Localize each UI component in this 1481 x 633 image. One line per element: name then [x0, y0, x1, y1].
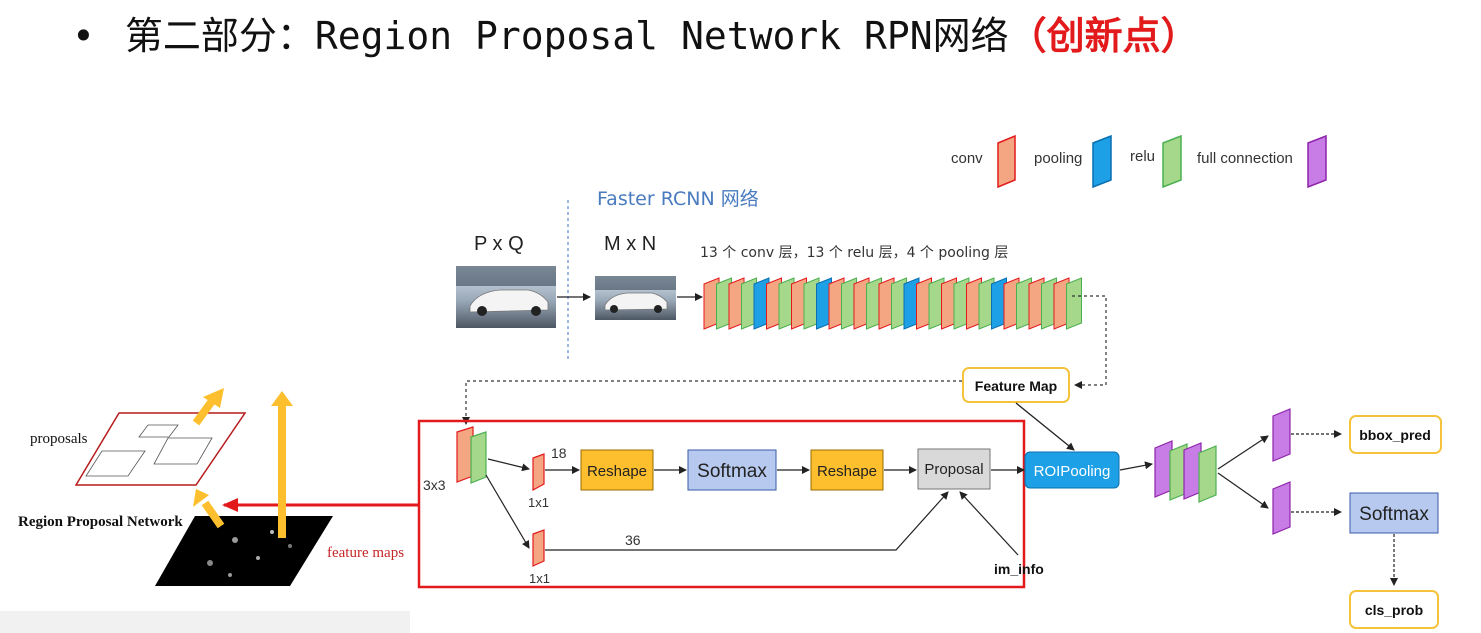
title-main: 第二部分：Region Proposal Network RPN网络	[124, 14, 1009, 58]
head-softmax-label: Softmax	[1359, 504, 1429, 525]
rpn-conv1x1-reg	[532, 529, 545, 567]
legend: conv pooling relu full connection	[951, 134, 1327, 189]
proposal-box-3	[85, 450, 146, 477]
bbox-pred-label: bbox_pred	[1359, 427, 1431, 443]
rpn-im-info: im_info	[994, 561, 1044, 577]
bullet: •	[72, 14, 95, 58]
legend-conv-swatch	[997, 134, 1016, 189]
arrow-up-tall-head	[271, 391, 293, 406]
arrow-reg-proposal	[545, 491, 949, 551]
arrow-rpn-cls-branch	[487, 458, 530, 472]
bottom-strip	[0, 611, 410, 633]
arrow-up-right-upper-head	[203, 388, 224, 408]
arrow-roi-fc	[1119, 461, 1153, 471]
cls-prob-box	[1349, 590, 1439, 629]
legend-fc-swatch	[1307, 134, 1327, 189]
roi-pooling-box	[1024, 451, 1120, 489]
arrow-featuremap-rpn	[462, 380, 962, 425]
rpn-reshape-2	[810, 449, 884, 491]
feature-map-label: Feature Map	[975, 378, 1057, 394]
rpn-channels-cls: 18	[551, 445, 567, 461]
arrow-up-right-upper	[192, 398, 216, 426]
bbox-pred-box	[1349, 415, 1442, 454]
rpn-conv1x1-cls	[532, 453, 545, 492]
head-relu-2	[1198, 445, 1217, 503]
rpn-proposal	[917, 448, 991, 490]
cls-prob-label: cls_prob	[1365, 602, 1423, 618]
legend-relu-label: relu	[1130, 148, 1155, 165]
rpn-conv1x1-reg-label: 1x1	[529, 571, 550, 586]
input-image	[456, 266, 556, 328]
rpn-channels-reg: 36	[625, 532, 641, 548]
proposal-box-1	[138, 424, 179, 438]
proposals-label: proposals	[30, 431, 88, 447]
rpn-reshape-2-label: Reshape	[817, 463, 877, 480]
input-size-label: P x Q	[474, 233, 524, 255]
rpn-softmax-label: Softmax	[697, 461, 767, 482]
rpn-conv1x1-cls-label: 1x1	[528, 495, 549, 510]
faster-rcnn-title: Faster RCNN 网络	[597, 188, 759, 210]
slide-title: • 第二部分：Region Proposal Network RPN网络（创新点）	[72, 8, 1199, 64]
arrow-up-right-lower-head	[193, 489, 209, 507]
bbox-fc	[1272, 408, 1291, 462]
legend-relu-swatch	[1162, 134, 1182, 189]
legend-pooling-label: pooling	[1034, 150, 1082, 167]
feature-map-box	[962, 367, 1070, 403]
rpn-proposal-label: Proposal	[924, 461, 983, 478]
arrow-rpn-reg-branch	[485, 474, 530, 549]
roi-pooling-label: ROIPooling	[1034, 463, 1111, 480]
backbone-caption: 13 个 conv 层，13 个 relu 层，4 个 pooling 层	[700, 245, 1008, 261]
legend-fc-label: full connection	[1197, 150, 1293, 167]
arrow-head-cls-fc	[1217, 472, 1269, 509]
feature-maps-label: feature maps	[327, 545, 404, 561]
legend-pooling-swatch	[1092, 134, 1112, 189]
arrow-head-bbox-fc	[1217, 435, 1269, 470]
resized-image	[595, 276, 676, 320]
arrow-up-right-lower	[201, 500, 225, 529]
proposal-box-2	[153, 437, 213, 465]
backbone-layers	[703, 277, 1082, 330]
rpn-highlight-box	[417, 419, 1026, 589]
cls-fc	[1272, 481, 1291, 535]
rpn-inset: proposals feature maps Region Proposal N…	[18, 388, 404, 586]
title-accent: （创新点）	[1008, 14, 1199, 58]
rpn-relu	[470, 431, 487, 484]
rpn-reshape-1-label: Reshape	[587, 463, 647, 480]
arrow-featuremap-roi	[1015, 402, 1075, 451]
rpn-label: Region Proposal Network	[18, 514, 183, 530]
rpn-conv3x3-label: 3x3	[423, 477, 446, 493]
arrow-iminfo-proposal	[959, 491, 1019, 556]
rpn-softmax	[687, 449, 777, 491]
backbone-relu-layer	[1066, 277, 1082, 330]
rpn-reshape-1	[580, 449, 654, 491]
resized-size-label: M x N	[604, 233, 656, 255]
feature-maps-plane	[155, 516, 333, 586]
legend-conv-label: conv	[951, 150, 983, 167]
head-softmax-box	[1349, 492, 1439, 534]
arrow-backbone-featuremap	[1072, 295, 1107, 389]
